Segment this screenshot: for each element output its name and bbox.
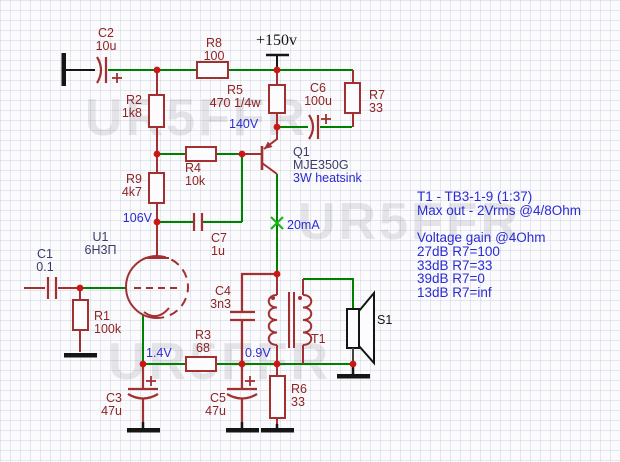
resistor-R1-symbol	[72, 288, 89, 352]
capacitor-C1-symbol	[46, 277, 58, 299]
resistor-R5-symbol	[268, 70, 286, 127]
current-probe-marker	[270, 216, 284, 230]
label-Q1: Q1 MJE350G 3W heatsink	[293, 145, 362, 185]
watermark: UR5FFR	[298, 193, 522, 251]
speaker-S1-symbol	[346, 290, 375, 366]
wires	[83, 69, 354, 365]
capacitor-C7-symbol	[192, 213, 204, 231]
label-S1: S1	[377, 313, 393, 327]
voltage-label-1v4: 1.4V	[146, 346, 172, 360]
transformer-T1-symbol	[267, 274, 313, 364]
label-T1: T1	[311, 332, 326, 346]
resistor-R8-symbol	[196, 61, 229, 79]
capacitor-C6-symbol	[308, 114, 331, 140]
voltage-label-0v9: 0.9V	[245, 346, 271, 360]
capacitor-C4-symbol	[230, 272, 277, 364]
notes-block: T1 - TB3-1-9 (1:37) Max out - 2Vrms @4/8…	[417, 189, 581, 300]
transistor-Q1-symbol	[242, 127, 278, 175]
resistor-R2-symbol	[148, 70, 165, 154]
resistor-R3-symbol	[185, 356, 217, 372]
junction-dots	[76, 66, 357, 368]
voltage-label-106v: 106V	[122, 211, 152, 225]
tube-U1-symbol	[124, 222, 190, 319]
resistor-R6-symbol	[269, 364, 286, 428]
current-label-20ma: 20mA	[287, 218, 320, 232]
ground-symbol	[64, 353, 370, 433]
capacitor-C2-symbol	[96, 56, 122, 84]
resistor-R4-symbol	[185, 146, 217, 162]
power-rail-label: +150v	[256, 32, 298, 49]
resistor-R7-symbol	[344, 70, 361, 127]
capacitor-C3-symbol	[127, 364, 159, 422]
voltage-label-140v: 140V	[229, 117, 259, 131]
capacitor-C5-symbol	[226, 364, 258, 422]
input-terminal-top	[61, 53, 95, 86]
